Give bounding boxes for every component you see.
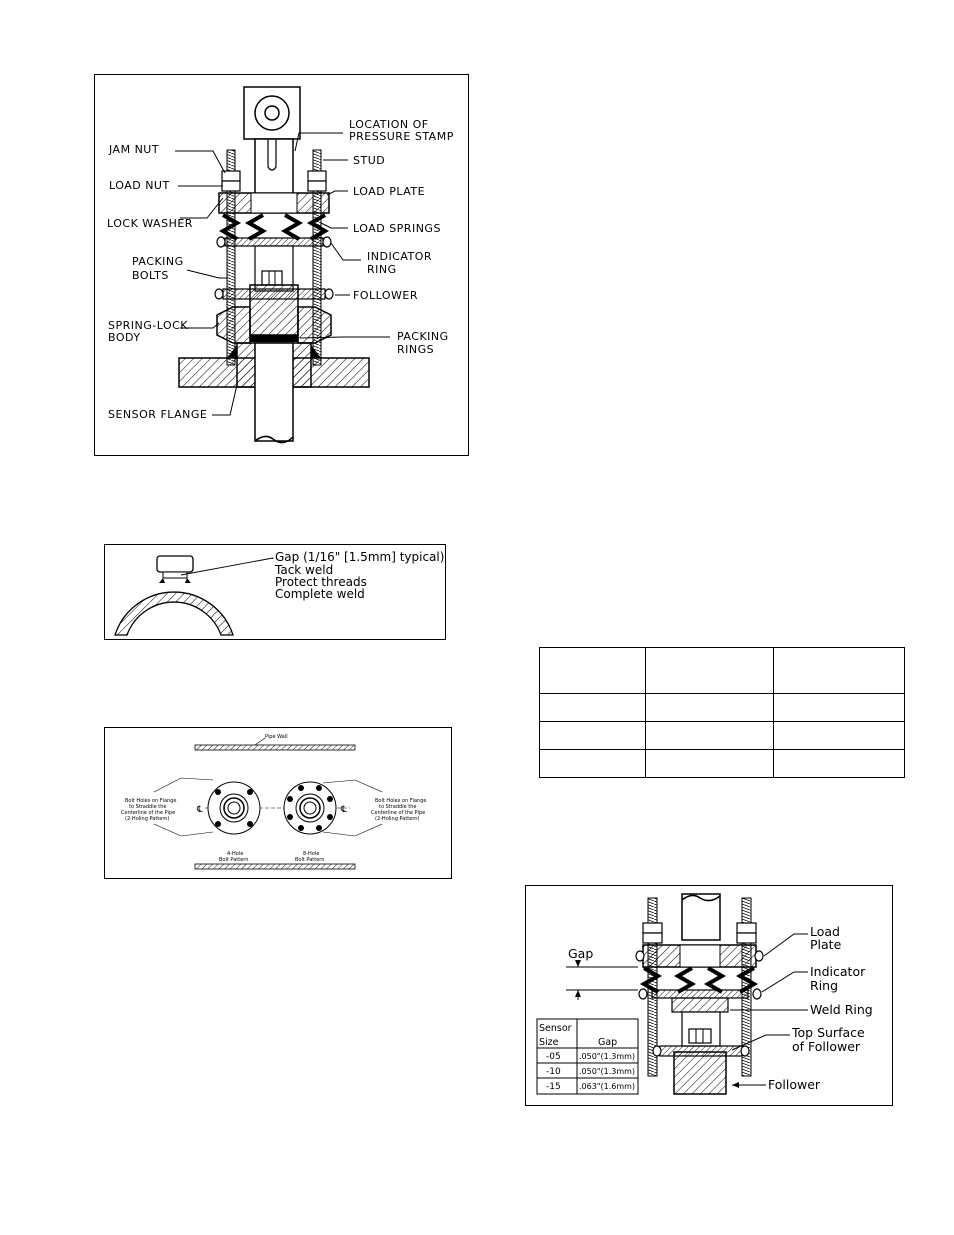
table-cell-size: -15 (546, 1082, 561, 1092)
label-indicator-ring-2: RING (367, 263, 397, 276)
label-follower: Follower (768, 1077, 821, 1092)
four-hole-caption-1: 4-Hole (227, 851, 243, 857)
label-spring-lock-body-1: SPRING-LOCK (108, 319, 188, 332)
table-cell (773, 647, 905, 694)
label-packing-rings-2: RINGS (397, 343, 434, 356)
label-load-plate-1: Load (810, 924, 840, 939)
table-row (539, 749, 905, 778)
weld-line-3: Protect threads (275, 575, 367, 589)
label-top-surface-1: Top Surface (791, 1025, 865, 1040)
table-cell (773, 721, 905, 750)
label-spring-lock-body-2: BODY (108, 331, 141, 344)
four-hole-caption-2: Bolt Pattern (219, 857, 248, 863)
centerline-symbol-right: ℄ (340, 805, 347, 815)
bolt-pattern-drawing: Pipe Wall ℄ ℄ Bolt Holes on Flange to St… (121, 734, 426, 870)
weld-detail-drawing: Gap (1/16" [1.5mm] typical) Tack weld Pr… (114, 550, 444, 636)
table-cell (645, 693, 774, 722)
pipe-wall-label: Pipe Wall (265, 734, 288, 740)
table-header-gap: Gap (598, 1037, 617, 1048)
weld-line-2: Tack weld (274, 563, 333, 577)
left-note-4: (2-Holing Pattern) (125, 816, 169, 822)
table-cell (539, 647, 646, 694)
label-load-plate-2: Plate (810, 937, 842, 952)
table-cell (539, 749, 646, 778)
eight-hole-caption-2: Bolt Pattern (295, 857, 324, 863)
label-pressure-stamp-1: LOCATION OF (349, 118, 429, 131)
label-indicator-ring-1: INDICATOR (367, 250, 432, 263)
label-load-plate: LOAD PLATE (353, 185, 425, 198)
table-row (539, 693, 905, 722)
eight-hole-caption-1: 8-Hole (303, 851, 319, 857)
table-header-size-1: Sensor (539, 1023, 572, 1034)
spring-lock-assembly-figure: JAM NUT LOAD NUT LOCK WASHER PACKING BOL… (94, 74, 469, 456)
label-indicator-ring-2: Ring (810, 978, 838, 993)
label-weld-ring: Weld Ring (810, 1002, 873, 1017)
blank-spec-table (539, 647, 905, 778)
weld-line-4: Complete weld (275, 587, 365, 601)
label-load-nut: LOAD NUT (109, 179, 170, 192)
label-packing-rings-1: PACKING (397, 330, 449, 343)
label-indicator-ring-1: Indicator (810, 964, 866, 979)
label-sensor-flange: SENSOR FLANGE (108, 408, 207, 421)
table-cell (645, 749, 774, 778)
weld-detail-figure: Gap (1/16" [1.5mm] typical) Tack weld Pr… (104, 544, 446, 640)
table-cell (645, 647, 774, 694)
table-cell (539, 721, 646, 750)
table-cell-gap: .050"(1.3mm) (579, 1067, 635, 1076)
table-cell (645, 721, 774, 750)
left-note-3: Centerline of the Pipe (121, 810, 175, 816)
label-jam-nut: JAM NUT (108, 143, 159, 156)
left-note-1: Bolt Holes on Flange (125, 798, 176, 804)
table-cell-gap: .050"(1.3mm) (579, 1052, 635, 1061)
right-note-4: (2-Holing Pattern) (375, 816, 419, 822)
table-cell-size: -10 (546, 1067, 561, 1077)
right-note-1: Bolt Holes on Flange (375, 798, 426, 804)
table-cell (773, 693, 905, 722)
label-follower: FOLLOWER (353, 289, 418, 302)
label-top-surface-2: of Follower (792, 1039, 861, 1054)
label-stud: STUD (353, 154, 385, 167)
table-cell (539, 693, 646, 722)
label-pressure-stamp-2: PRESSURE STAMP (349, 130, 454, 143)
left-note-2: to Straddle the (129, 804, 166, 810)
centerline-symbol-left: ℄ (196, 805, 203, 815)
label-packing-bolts-2: BOLTS (132, 269, 169, 282)
table-cell (773, 749, 905, 778)
gap-setting-figure: Gap Load Plate Indicator Ring Weld Ring … (525, 885, 893, 1106)
table-header-size-2: Size (539, 1037, 559, 1048)
right-note-2: to Straddle the (379, 804, 416, 810)
label-load-springs: LOAD SPRINGS (353, 222, 441, 235)
gap-table: Sensor Size Gap -05 .050"(1.3mm) -10 .05… (536, 1018, 639, 1095)
label-lock-washer: LOCK WASHER (107, 217, 193, 230)
table-cell-size: -05 (546, 1052, 561, 1062)
gap-setting-drawing: Gap Load Plate Indicator Ring Weld Ring … (536, 893, 873, 1095)
table-cell-gap: .063"(1.6mm) (579, 1082, 635, 1091)
spring-lock-assembly-drawing: JAM NUT LOAD NUT LOCK WASHER PACKING BOL… (107, 86, 454, 444)
table-row (539, 721, 905, 750)
gap-label: Gap (568, 946, 593, 961)
table-header-row (539, 647, 905, 694)
weld-line-1: Gap (1/16" [1.5mm] typical) (275, 550, 444, 564)
right-note-3: Centerline of the Pipe (371, 810, 425, 816)
label-packing-bolts-1: PACKING (132, 255, 184, 268)
bolt-pattern-figure: Pipe Wall ℄ ℄ Bolt Holes on Flange to St… (104, 727, 452, 879)
